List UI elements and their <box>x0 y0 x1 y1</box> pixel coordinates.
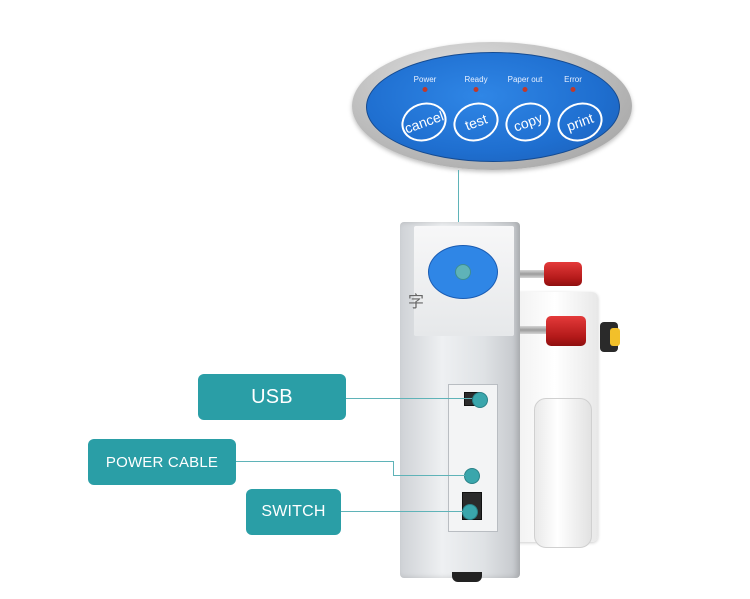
usb-marker-dot-icon <box>472 392 488 408</box>
switch-marker-dot-icon <box>462 504 478 520</box>
label-roll <box>534 398 592 548</box>
copy-button: copy <box>499 96 557 148</box>
test-button: test <box>447 96 505 148</box>
printer-foot <box>452 572 482 582</box>
control-panel-face: Power Ready Paper out Error cancel test … <box>366 52 620 162</box>
ready-led-icon <box>473 87 479 92</box>
switch-leader-line <box>341 511 463 512</box>
print-button: print <box>551 96 609 148</box>
power-cable-marker-dot-icon <box>464 468 480 484</box>
error-led-icon <box>570 87 576 92</box>
upper-spindle <box>512 270 548 278</box>
power-led-icon <box>422 87 428 92</box>
lower-red-roller <box>546 316 586 346</box>
control-panel-callout: Power Ready Paper out Error cancel test … <box>352 42 632 170</box>
indicator-ready-label: Ready <box>464 75 488 84</box>
usb-label: USB <box>198 374 346 420</box>
adjust-knob-tip <box>610 328 620 346</box>
lower-spindle <box>512 326 548 334</box>
power-cable-label: POWER CABLE <box>88 439 236 485</box>
cancel-button: cancel <box>395 96 453 148</box>
paper-out-led-icon <box>522 87 528 92</box>
power-cable-leader-line-a <box>236 461 394 462</box>
indicator-paper-out-label: Paper out <box>507 75 543 84</box>
panel-leader-line <box>458 170 459 266</box>
indicator-power-label: Power <box>413 75 437 84</box>
upper-red-roller <box>544 262 582 286</box>
indicator-error-label: Error <box>564 75 582 84</box>
mini-control-panel <box>428 245 498 299</box>
power-cable-leader-line-c <box>393 475 465 476</box>
switch-label: SWITCH <box>246 489 341 535</box>
side-character: 字 <box>408 292 425 311</box>
power-cable-leader-line-b <box>393 461 394 475</box>
usb-leader-line <box>346 398 472 399</box>
panel-marker-dot-icon <box>455 264 471 280</box>
